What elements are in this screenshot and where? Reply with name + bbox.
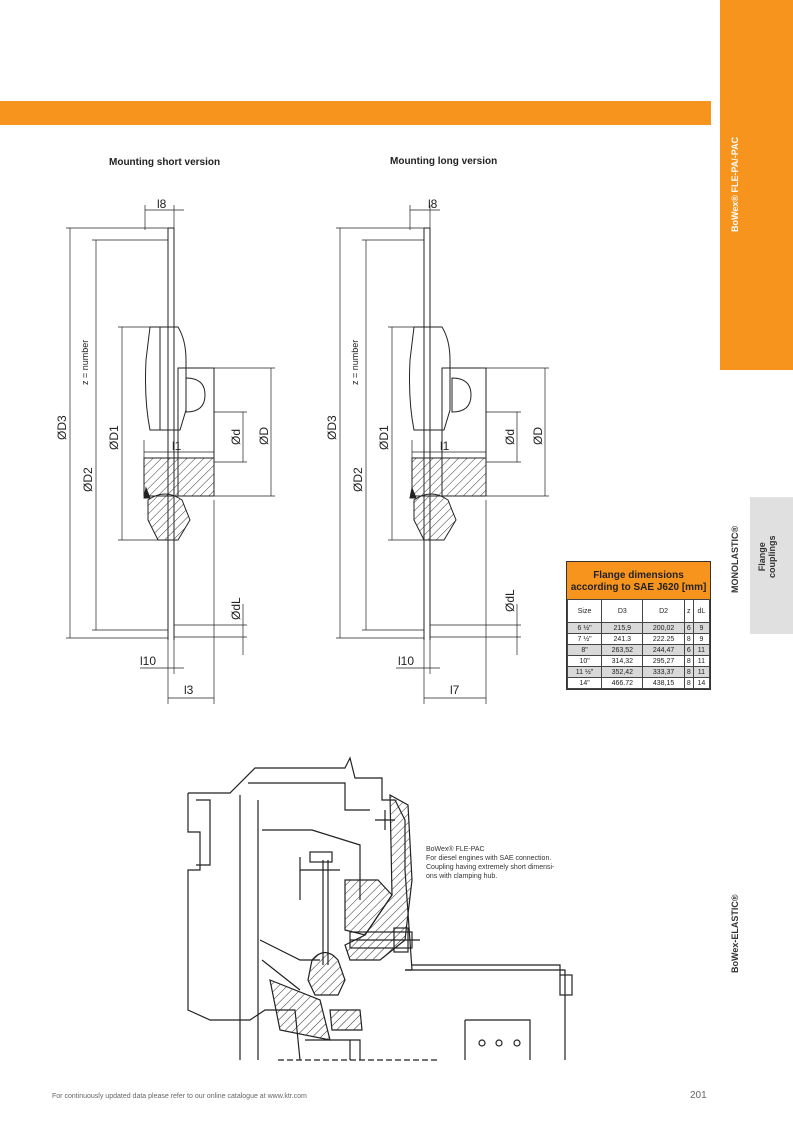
table-cell: 8: [683, 655, 694, 667]
dim-long-D: ØD: [531, 427, 545, 445]
table-cell: 14: [692, 677, 711, 689]
table-row: 14" 466.72 438,15 8 14: [566, 677, 711, 689]
dim-long-dL: ØdL: [503, 589, 517, 612]
table-cell: 244,47: [642, 644, 685, 656]
table-cell: 466.72: [601, 677, 644, 689]
caption-line3: Coupling having extremely short dimensi-: [426, 864, 555, 871]
dim-long-l7: l7: [450, 683, 460, 697]
dim-short-d3: ØD3: [55, 415, 69, 440]
table-header-row: Size D3 D2 z dL: [566, 599, 711, 623]
caption-line4: ons with clamping hub.: [426, 873, 498, 880]
table-cell: 9: [692, 622, 711, 634]
table-row: 10" 314,32 295,27 8 11: [566, 655, 711, 667]
table-cell: 352,42: [601, 666, 644, 678]
table-cell: 14": [566, 677, 603, 689]
heading-short-version: Mounting short version: [109, 157, 221, 168]
table-row: 11 ½" 352,42 333,37 8 11: [566, 666, 711, 678]
dim-short-l1: l1: [172, 439, 182, 453]
table-row: 7 ½" 241.3 222.25 8 9: [566, 633, 711, 645]
table-cell: 200,02: [642, 622, 685, 634]
dim-short-d1: ØD1: [107, 425, 121, 450]
table-cell: 438,15: [642, 677, 685, 689]
drawing-short-version: [66, 205, 275, 704]
col-header-z: z: [683, 599, 694, 623]
table-title-line2: according to SAE J620 [mm]: [570, 582, 707, 593]
dim-short-l8: l8: [157, 197, 167, 211]
col-header-d2: D2: [642, 599, 685, 623]
side-tab-product[interactable]: [720, 0, 793, 370]
page-number: 201: [690, 1090, 707, 1101]
caption-line2: For diesel engines with SAE connection.: [426, 855, 552, 862]
dim-short-D: ØD: [257, 427, 271, 445]
dim-long-d2: ØD2: [351, 467, 365, 492]
table-cell: 9: [692, 633, 711, 645]
table-title-line1: Flange dimensions: [593, 570, 684, 581]
table-cell: 295,27: [642, 655, 685, 667]
dim-long-d3: ØD3: [325, 415, 339, 440]
assembly-section-drawing: [187, 756, 573, 1061]
table-grid: Size D3 D2 z dL 6 ½" 215,9 200,02 6 9 7 …: [566, 599, 711, 689]
table-cell: 11: [692, 666, 711, 678]
table-cell: 8: [683, 677, 694, 689]
dim-labels-long: l8 ØD3 ØD2 ØD1 z = number l1 Ød ØD ØdL l…: [325, 197, 545, 697]
table-cell: 333,37: [642, 666, 685, 678]
dim-long-l1: l1: [440, 439, 450, 453]
table-cell: 8: [683, 666, 694, 678]
dim-short-l3: l3: [184, 683, 194, 697]
table-cell: 6: [683, 644, 694, 656]
dim-long-d: Ød: [503, 429, 517, 445]
col-header-size: Size: [566, 599, 603, 623]
caption-line1: BoWex® FLE-PAC: [426, 846, 485, 853]
dim-long-z: z = number: [350, 340, 360, 385]
dim-labels-short: l8 ØD3 ØD2 ØD1 z = number l1 Ød ØD ØdL l…: [55, 197, 271, 697]
header-bar: [0, 101, 711, 125]
dim-short-z: z = number: [80, 340, 90, 385]
table-cell: 6: [683, 622, 694, 634]
table-cell: 241.3: [601, 633, 644, 645]
table-cell: 11: [692, 644, 711, 656]
table-cell: 222.25: [642, 633, 685, 645]
assembly-caption: BoWex® FLE-PAC For diesel engines with S…: [426, 845, 576, 881]
table-row: 8" 263,52 244,47 6 11: [566, 644, 711, 656]
col-header-d3: D3: [601, 599, 644, 623]
table-cell: 314,32: [601, 655, 644, 667]
dim-short-d: Ød: [229, 429, 243, 445]
side-tab-flange-couplings[interactable]: [750, 497, 793, 634]
table-cell: 11: [692, 655, 711, 667]
col-header-dl: dL: [692, 599, 711, 623]
table-cell: 263,52: [601, 644, 644, 656]
flange-dimensions-table: Flange dimensions according to SAE J620 …: [566, 561, 711, 690]
drawing-long-version: [336, 205, 549, 704]
table-cell: 8": [566, 644, 603, 656]
dim-short-l10: l10: [140, 654, 156, 668]
table-cell: 11 ½": [566, 666, 603, 678]
heading-long-version: Mounting long version: [390, 156, 498, 167]
table-cell: 7 ½": [566, 633, 603, 645]
table-title: Flange dimensions according to SAE J620 …: [567, 562, 710, 599]
footer-note: For continuously updated data please ref…: [52, 1093, 307, 1100]
table-row: 6 ½" 215,9 200,02 6 9: [566, 622, 711, 634]
table-cell: 10": [566, 655, 603, 667]
table-cell: 8: [683, 633, 694, 645]
dim-long-l8: l8: [428, 197, 438, 211]
table-cell: 215,9: [601, 622, 644, 634]
dim-long-d1: ØD1: [377, 425, 391, 450]
dim-short-d2: ØD2: [81, 467, 95, 492]
table-cell: 6 ½": [566, 622, 603, 634]
dim-short-dL: ØdL: [229, 597, 243, 620]
dim-long-l10: l10: [398, 654, 414, 668]
